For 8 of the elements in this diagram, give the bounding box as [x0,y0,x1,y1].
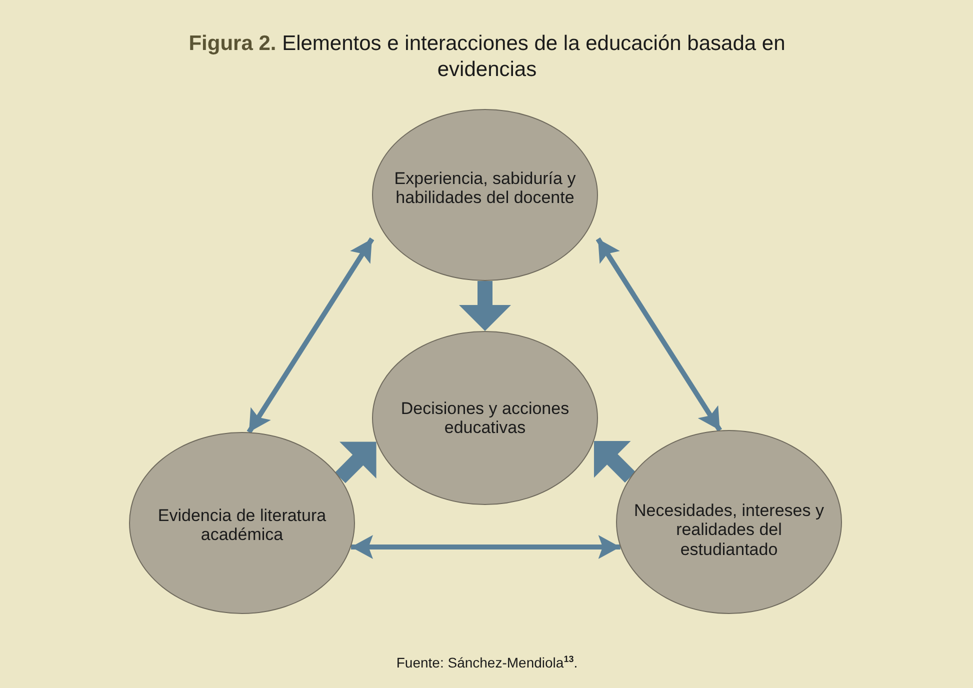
block-arrow [459,281,511,331]
figure-title: Figura 2. Elementos e interacciones de la educación basada en evidencias [188,31,786,83]
block-arrow [334,442,376,484]
source-note: Fuente: Sánchez-Mendiola$^{13}$. [395,653,579,672]
node-label: Experiencia, sabiduría y habilidades del docente [393,168,577,208]
node-label: Decisiones y acciones educativas [400,398,570,438]
node-label: Necesidades, intereses y realidades del estudiantado [633,500,825,560]
node-label: Evidencia de literatura académica [156,506,328,544]
